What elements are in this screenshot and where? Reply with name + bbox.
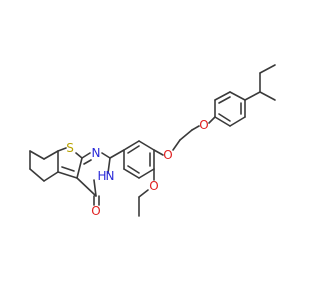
bond: [29, 168, 45, 182]
bond: [218, 96, 231, 104]
bond: [127, 165, 140, 174]
bond: [138, 189, 149, 198]
bond: [179, 129, 193, 141]
bond: [229, 91, 246, 101]
bond: [83, 159, 92, 165]
bonds: [29, 64, 276, 217]
ethoxy-oxygen-atom: O: [149, 179, 158, 193]
ether-oxygen-2-atom: O: [199, 118, 208, 132]
bond: [81, 152, 91, 159]
bond: [93, 179, 97, 197]
ether-oxygen-1-atom: O: [163, 148, 172, 162]
bond: [123, 168, 140, 179]
bond: [259, 64, 276, 74]
bond: [191, 125, 200, 131]
bond: [109, 149, 125, 159]
bond: [123, 140, 140, 151]
bond: [76, 157, 83, 179]
nitrogen-atom: N: [92, 146, 101, 160]
bond: [75, 152, 83, 159]
bond: [29, 150, 45, 160]
sulfur-atom: S: [66, 141, 74, 155]
bond: [153, 149, 164, 156]
nh-hydrogen-atom: H: [97, 169, 106, 183]
bond: [127, 145, 140, 154]
bond: [259, 91, 276, 101]
bond: [43, 150, 59, 160]
bond: [208, 116, 216, 124]
bond: [107, 157, 111, 174]
bond: [57, 147, 67, 152]
bond: [214, 91, 231, 101]
bond: [43, 171, 59, 182]
atom-labels: S N N H O O O O: [66, 118, 209, 218]
bond: [229, 116, 246, 127]
bond: [61, 166, 75, 172]
nh-nitrogen-atom: N: [106, 169, 115, 183]
bond: [138, 168, 155, 179]
bond: [101, 152, 111, 159]
bond: [214, 116, 231, 127]
bond: [172, 139, 181, 151]
bond: [138, 140, 155, 151]
molecule-structure: S N N H O O O O: [29, 64, 276, 218]
bond: [57, 171, 78, 179]
bond: [218, 113, 231, 122]
bond: [244, 91, 261, 101]
carbonyl-oxygen-atom: O: [91, 204, 100, 218]
bond: [76, 177, 97, 197]
